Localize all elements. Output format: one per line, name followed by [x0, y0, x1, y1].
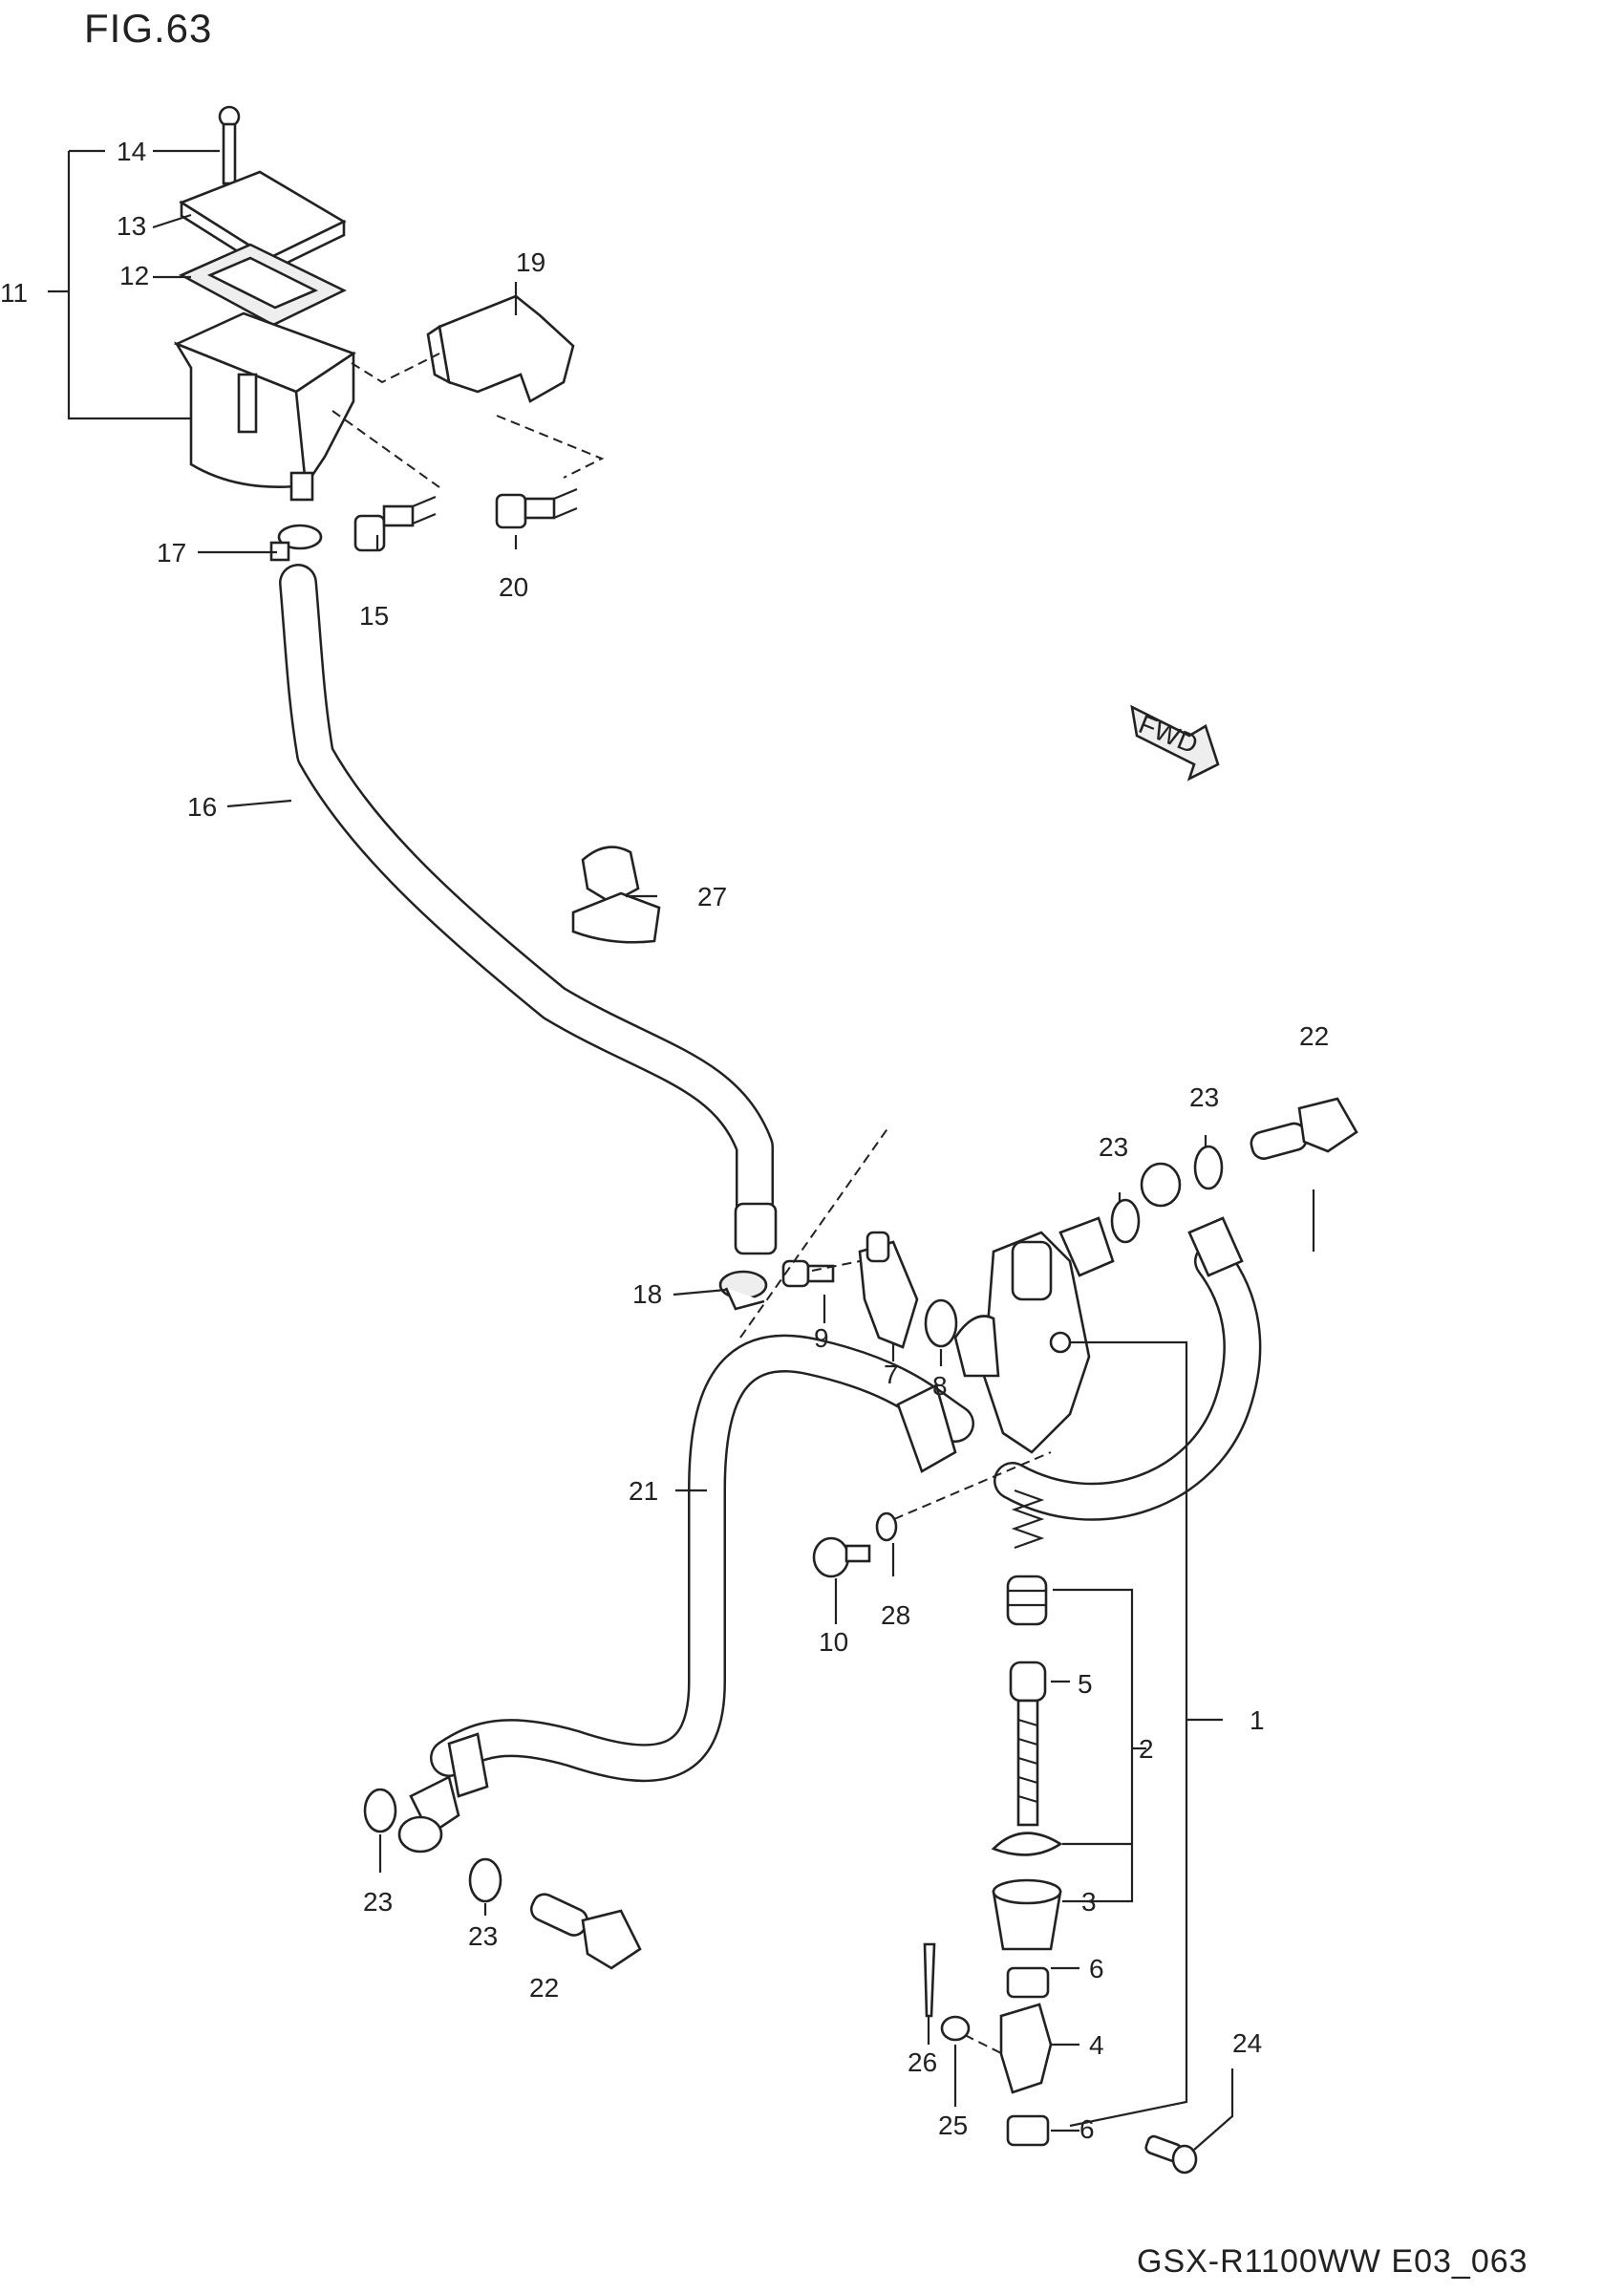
master-cylinder-body: [953, 1216, 1115, 1454]
callout-4: 4: [1089, 2030, 1104, 2060]
circlip: [991, 1832, 1063, 1856]
sealing-washer: [468, 1857, 502, 1903]
callout-9: 9: [814, 1323, 829, 1353]
union-bolt: [529, 1893, 642, 1970]
callout-22: 22: [529, 1973, 559, 2003]
callout-23: 23: [1099, 1132, 1128, 1162]
sealing-washer: [363, 1788, 397, 1833]
brake-hose-upper: [994, 1162, 1262, 1521]
sealing-washer: [1110, 1198, 1141, 1244]
callout-11: 11: [0, 278, 28, 308]
reservoir-screw: [218, 105, 241, 185]
master-cylinder-union: [858, 1231, 919, 1349]
boot: [992, 1878, 1062, 1951]
callout-16: 16: [187, 792, 217, 822]
clevis-washer: [940, 2015, 971, 2042]
clevis-pin: [1144, 2134, 1198, 2175]
push-rod-nut: [1006, 2114, 1050, 2147]
callout-8: 8: [932, 1371, 948, 1401]
callout-12: 12: [119, 261, 149, 290]
mounting-washer: [875, 1511, 898, 1542]
callout-6: 6: [1089, 1954, 1104, 1983]
primary-cup: [1006, 1575, 1048, 1626]
callout-25: 25: [938, 2111, 968, 2140]
callout-24: 24: [1232, 2028, 1262, 2058]
callout-26: 26: [908, 2047, 937, 2077]
callout-5: 5: [1078, 1669, 1093, 1699]
union-screw: [781, 1259, 835, 1288]
union-bolt: [1250, 1097, 1358, 1160]
callout-21: 21: [629, 1476, 658, 1506]
callout-27: 27: [697, 882, 727, 911]
tank-mounting-bolt: [353, 495, 437, 552]
callout-17: 17: [157, 538, 186, 568]
callout-23: 23: [468, 1921, 498, 1951]
diagram-code: GSX-R1100WW E03_063: [1137, 2243, 1528, 2280]
callout-19: 19: [516, 247, 545, 277]
cotter-pin: [923, 1942, 936, 2018]
piston: [1009, 1661, 1047, 1827]
clevis: [999, 2003, 1053, 2094]
figure-title: FIG.63: [84, 6, 213, 51]
union-o-ring: [924, 1298, 958, 1348]
callout-23: 23: [363, 1887, 393, 1917]
callout-1: 1: [1250, 1705, 1265, 1735]
push-rod-nut: [1006, 1966, 1050, 1999]
sealing-washer: [1193, 1145, 1224, 1190]
callout-22: 22: [1299, 1021, 1329, 1051]
callout-7: 7: [884, 1360, 899, 1389]
reservoir-bracket: [426, 294, 575, 403]
mounting-bolt: [812, 1536, 871, 1578]
callout-28: 28: [881, 1600, 910, 1630]
bracket-bolt: [495, 487, 578, 529]
callout-15: 15: [359, 601, 389, 631]
hose-clamp-bracket: [571, 846, 661, 944]
callout-2: 2: [1139, 1734, 1154, 1764]
callout-13: 13: [117, 211, 146, 241]
callout-18: 18: [632, 1279, 662, 1309]
callout-14: 14: [117, 137, 146, 166]
callout-6: 6: [1079, 2114, 1095, 2144]
callout-10: 10: [819, 1627, 848, 1657]
forward-direction-indicator: FWD: [1130, 704, 1220, 782]
return-spring: [1011, 1489, 1045, 1550]
callout-3: 3: [1081, 1887, 1097, 1917]
reservoir-diaphragm: [179, 243, 347, 327]
reservoir-tank: [173, 311, 356, 502]
callout-20: 20: [499, 572, 528, 602]
reservoir-hose: [279, 564, 778, 1255]
hose-clip: [718, 1270, 768, 1311]
hose-clamp: [269, 524, 323, 562]
callout-23: 23: [1189, 1082, 1219, 1112]
brake-hose-lower: [397, 1334, 974, 1854]
